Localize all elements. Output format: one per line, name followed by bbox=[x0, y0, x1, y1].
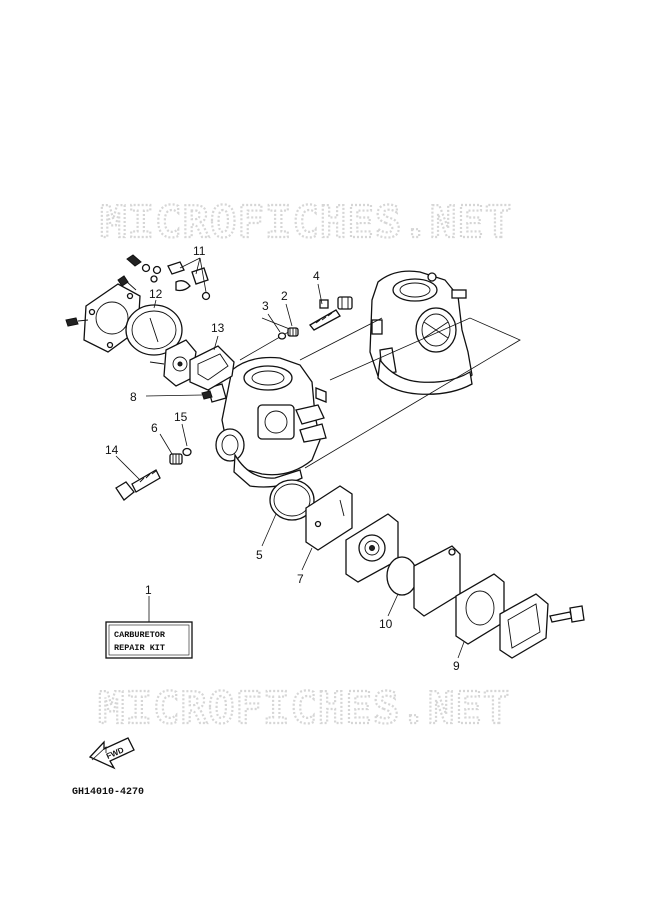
pump-cover bbox=[499, 593, 549, 659]
callout-2: 2 bbox=[281, 289, 288, 303]
plate-7 bbox=[305, 485, 353, 551]
cap-nut bbox=[337, 296, 353, 310]
leader-13 bbox=[213, 335, 219, 351]
adjust-screw-4 bbox=[309, 299, 341, 331]
callout-14: 14 bbox=[105, 443, 119, 457]
leader-3 bbox=[267, 313, 281, 333]
callout-12: 12 bbox=[149, 287, 163, 301]
pump-plate bbox=[413, 545, 461, 617]
carburetor-body-left bbox=[207, 356, 327, 488]
leader-10 bbox=[387, 593, 399, 617]
diaphragm-10 bbox=[386, 556, 418, 596]
callout-13: 13 bbox=[211, 321, 225, 335]
leader-9 bbox=[457, 641, 465, 659]
repair-kit-line1: CARBURETOR bbox=[114, 630, 166, 640]
diagram-code: GH14010-4270 bbox=[72, 787, 144, 798]
callout-3: 3 bbox=[262, 299, 269, 313]
leader-11 bbox=[179, 257, 207, 293]
diaphragm bbox=[125, 304, 183, 356]
callout-11: 11 bbox=[193, 244, 206, 258]
pin-8 bbox=[201, 390, 213, 400]
leader-8 bbox=[145, 394, 203, 397]
callout-6: 6 bbox=[151, 421, 158, 435]
o-ring-15 bbox=[182, 447, 192, 457]
repair-kit-box: CARBURETOR REPAIR KIT bbox=[105, 621, 193, 659]
leader-12 bbox=[153, 299, 157, 309]
bolt bbox=[549, 605, 585, 623]
gasket-13 bbox=[189, 345, 235, 391]
gasket-5 bbox=[269, 479, 315, 521]
carburetor-body-right bbox=[369, 270, 473, 395]
callout-9: 9 bbox=[453, 659, 460, 673]
fwd-arrow-icon: FWD bbox=[88, 737, 135, 770]
callout-4: 4 bbox=[313, 269, 320, 283]
callout-1: 1 bbox=[145, 583, 152, 597]
o-ring-3 bbox=[277, 332, 287, 340]
screws-cluster bbox=[117, 254, 211, 301]
leader-6 bbox=[159, 433, 173, 455]
spring-6 bbox=[169, 453, 183, 465]
assembly-line-1 bbox=[299, 317, 383, 361]
leader-2 bbox=[285, 303, 293, 327]
callout-8: 8 bbox=[130, 390, 137, 404]
assembly-line-2 bbox=[304, 317, 521, 469]
callout-15: 15 bbox=[174, 410, 188, 424]
leader-7 bbox=[301, 547, 313, 571]
callout-7: 7 bbox=[297, 572, 304, 586]
gasket-9 bbox=[455, 573, 505, 645]
leader-15 bbox=[181, 423, 188, 447]
pilot-screw-14 bbox=[115, 469, 161, 501]
watermark-top: MICROFICHES.NET bbox=[100, 197, 512, 248]
callout-5: 5 bbox=[256, 548, 263, 562]
callout-10: 10 bbox=[379, 617, 393, 631]
leader-4 bbox=[317, 283, 323, 305]
watermark-bottom: MICROFICHES.NET bbox=[98, 683, 510, 734]
spring-2 bbox=[287, 327, 299, 337]
leader-5 bbox=[261, 513, 277, 547]
pump-body bbox=[345, 513, 399, 583]
repair-kit-line2: REPAIR KIT bbox=[114, 643, 165, 653]
leader-14 bbox=[115, 455, 141, 481]
